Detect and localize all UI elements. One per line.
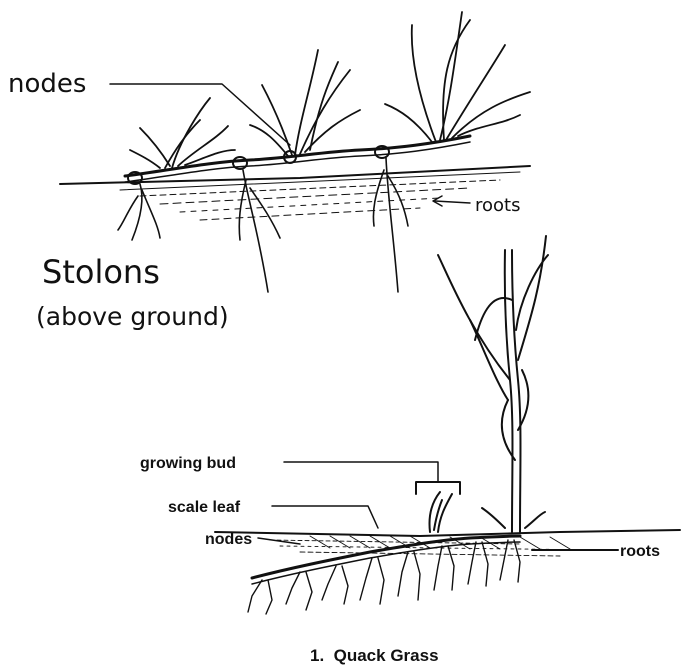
scale-leaf-label: scale leaf [168,499,241,516]
growing-bud [429,492,452,532]
top-roots-label: roots [475,195,520,216]
top-ground-shading [120,172,520,220]
top-nodes-label: nodes [8,69,86,99]
stolons-subtitle: (above ground) [36,302,229,331]
figure-caption: 1. Quack Grass [310,646,439,665]
bottom-roots-label: roots [620,543,660,560]
rhizome-illustration: growing bud scale leaf nodes roots [140,236,680,614]
grass-plant [438,236,548,532]
top-roots-arrow [435,201,470,203]
bottom-nodes-label: nodes [205,531,252,548]
top-nodes-leader [110,84,290,145]
leaf-tuft-large [385,12,530,142]
growing-bud-label: growing bud [140,455,236,472]
growing-bud-leader [284,462,438,482]
stolons-title: Stolons [42,253,160,291]
bottom-ground-line [215,530,680,536]
growing-bud-bracket [416,482,460,494]
leaf-tuft-medium [250,50,360,156]
soil-hatching [270,536,600,556]
leaf-tuft-small [130,98,235,168]
scale-leaf-leader [272,506,378,528]
bottom-nodes-leader [258,538,300,544]
